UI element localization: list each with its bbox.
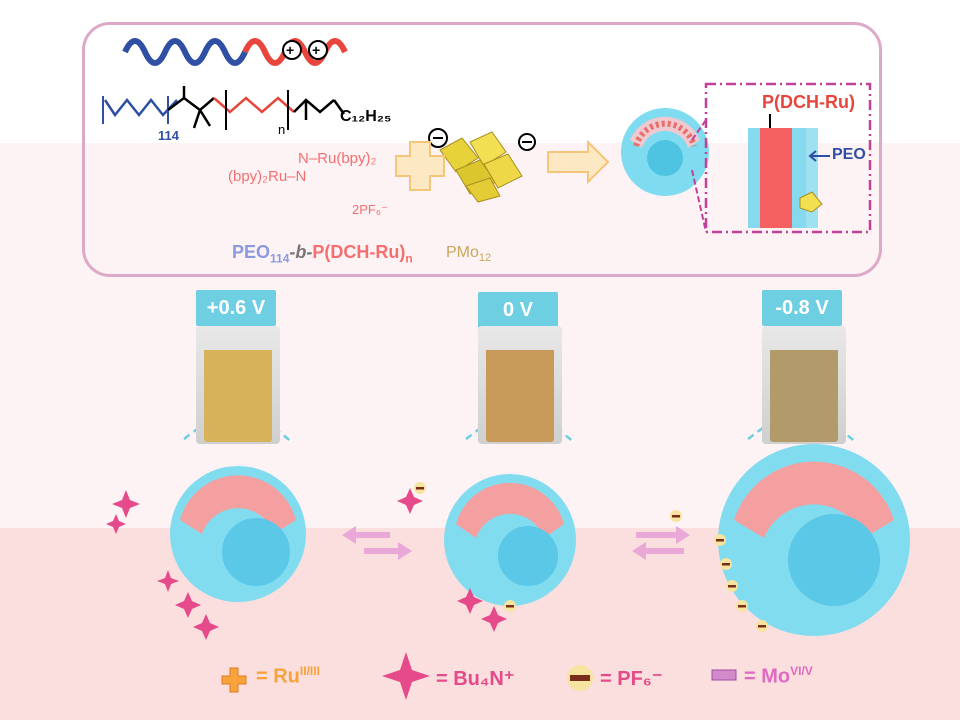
svg-text:+: + — [312, 42, 320, 58]
plus-sign-icon — [395, 141, 445, 191]
ru-complex-bottom-label: (bpy)₂Ru–N — [228, 168, 307, 185]
voltage-label-negative: -0.8 V — [762, 290, 842, 326]
zoom-box — [704, 82, 872, 234]
cuvette-zero — [478, 326, 562, 444]
vesicle-right-icon — [718, 444, 910, 636]
legend-mo-text: = Mo — [744, 665, 791, 688]
pdch-bracket — [225, 90, 289, 130]
ru-legend-icon — [221, 667, 247, 693]
peo-pointer-arrow — [808, 150, 830, 162]
legend-pf6-label: = PF₆⁻ — [600, 668, 663, 690]
peo-chain-wave — [122, 38, 248, 66]
svg-text:+: + — [286, 42, 294, 58]
n-repeat-label: n — [278, 122, 286, 137]
pom-name-sub: 12 — [478, 252, 492, 265]
vesicle-middle-icon — [444, 474, 576, 606]
polymer-name-peo: PEO — [232, 242, 271, 262]
peo-schematic-label: PEO — [832, 146, 866, 163]
legend-mo-label: = MoVI/V — [744, 664, 813, 689]
block-schematic-label: P(DCH-Ru) — [762, 92, 855, 112]
mo-legend-icon — [711, 669, 737, 681]
pdch-backbone — [213, 96, 295, 114]
legend-ru-sup: II/III — [299, 664, 320, 678]
charge-plus-icon — [308, 40, 328, 60]
pom-name: PMo12 — [446, 244, 491, 264]
solution-negative — [770, 350, 838, 442]
polymer-name-sub: 114 — [270, 251, 290, 266]
synthesis-scheme-panel — [82, 22, 882, 277]
polymer-name: PEO114-b-P(DCH-Ru)n — [232, 242, 413, 266]
polymer-name-mid: -b- — [289, 242, 313, 262]
equilibrium-arrow-left — [342, 526, 412, 560]
peo-repeat-label: 114 — [158, 128, 179, 143]
polymer-name-block: P(DCH-Ru) — [312, 242, 406, 262]
pom-cluster-icon — [439, 131, 523, 203]
cuvette-negative — [762, 326, 846, 444]
polymer-name-n: n — [405, 251, 413, 266]
ru-complex-top-label: N–Ru(bpy)₂ — [298, 150, 377, 167]
pom-name-base: PMo — [446, 244, 479, 261]
voltage-label-zero: 0 V — [478, 292, 558, 328]
legend-mo-sup: VI/V — [790, 664, 813, 678]
cuvette-positive — [196, 326, 280, 444]
pf6-legend-bar — [570, 675, 590, 681]
vesicle-top-icon — [621, 108, 709, 196]
equilibrium-arrow-right — [632, 526, 690, 560]
counterion-label: 2PF₆⁻ — [352, 202, 388, 217]
ester-core — [167, 86, 215, 129]
pom-small-icon — [799, 191, 823, 213]
membrane-layer-schematic — [748, 128, 818, 228]
peo-backbone — [103, 97, 178, 118]
charge-plus-icon — [282, 40, 302, 60]
voltage-label-positive: +0.6 V — [196, 290, 276, 326]
pf6-ion-icon — [414, 482, 768, 632]
legend-bu4n-label: = Bu₄N⁺ — [436, 668, 515, 690]
reaction-arrow-icon — [547, 139, 610, 185]
bu4n-legend-icon — [382, 652, 430, 700]
solution-positive — [204, 350, 272, 442]
bu4n-ion-icon — [106, 488, 507, 640]
trithiocarbonate — [293, 98, 346, 120]
solution-zero — [486, 350, 554, 442]
legend-ru-label: = RuII/III — [256, 664, 320, 689]
chain-end-label: C₁₂H₂₅ — [340, 108, 392, 125]
vesicle-left-icon — [170, 466, 306, 602]
legend-ru-text: = Ru — [256, 665, 300, 688]
